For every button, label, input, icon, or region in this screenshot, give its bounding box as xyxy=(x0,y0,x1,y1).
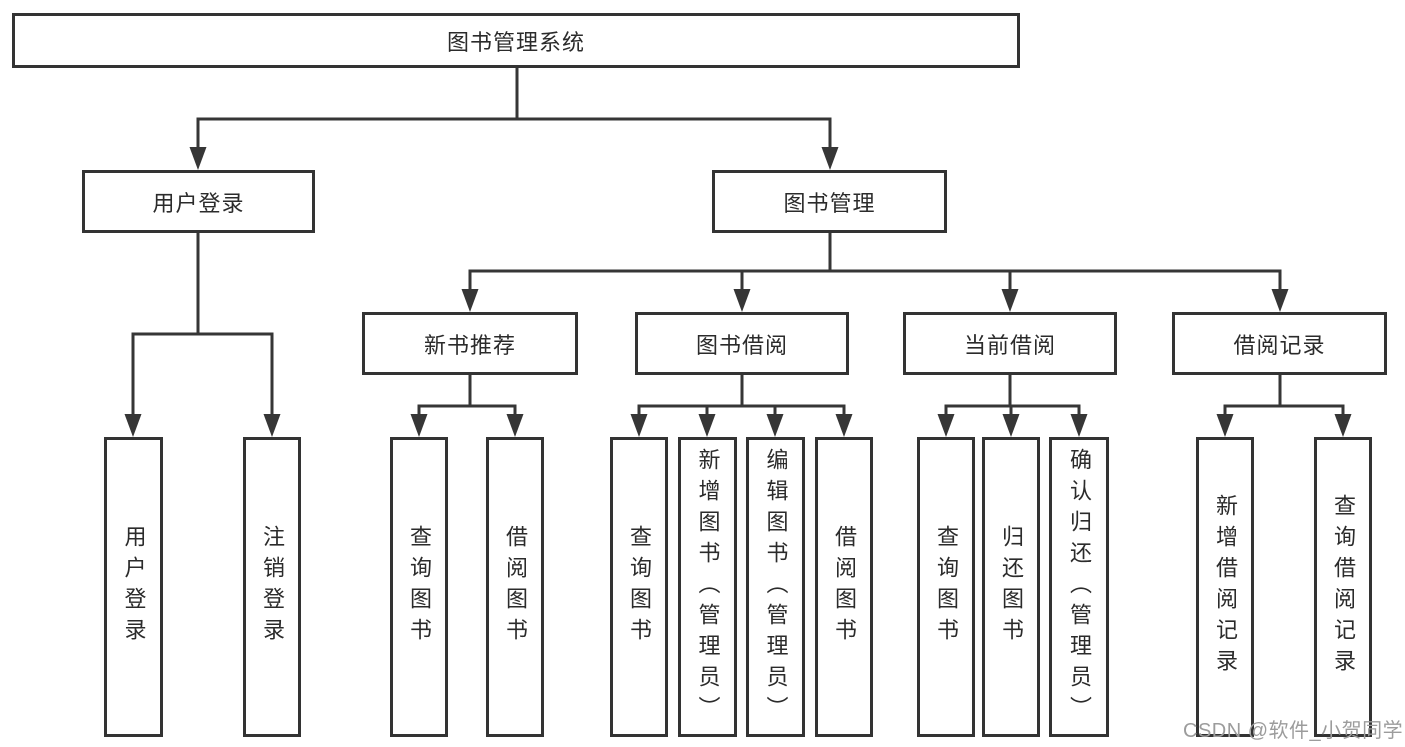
leaf-confirm-return-admin: 确认归还（管理员） xyxy=(1049,437,1109,737)
node-current-borrowing: 当前借阅 xyxy=(903,312,1117,375)
leaf-query-books-borrowing: 查询图书 xyxy=(610,437,668,737)
node-book-borrowing: 图书借阅 xyxy=(635,312,849,375)
leaf-add-book-admin: 新增图书（管理员） xyxy=(678,437,737,737)
node-label: 借阅记录 xyxy=(1233,332,1326,358)
node-label: 查询借阅记录 xyxy=(1331,494,1356,680)
leaf-query-books-recommend: 查询图书 xyxy=(390,437,448,737)
node-label: 新书推荐 xyxy=(423,332,516,358)
leaf-logout: 注销登录 xyxy=(243,437,301,737)
node-label: 当前借阅 xyxy=(963,332,1056,358)
leaf-query-borrow-record: 查询借阅记录 xyxy=(1314,437,1372,737)
leaf-add-borrow-record: 新增借阅记录 xyxy=(1196,437,1254,737)
node-book-management: 图书管理 xyxy=(712,170,947,233)
node-label: 确认归还（管理员） xyxy=(1067,447,1092,727)
node-borrowing-records: 借阅记录 xyxy=(1172,312,1387,375)
node-label: 注销登录 xyxy=(260,525,285,649)
node-label: 查询图书 xyxy=(934,525,959,649)
leaf-user-login: 用户登录 xyxy=(104,437,163,737)
node-label: 用户登录 xyxy=(121,525,147,649)
node-label: 用户登录 xyxy=(152,190,245,216)
leaf-borrow-books: 借阅图书 xyxy=(815,437,873,737)
node-label: 图书管理系统 xyxy=(446,29,585,55)
node-user-login: 用户登录 xyxy=(82,170,315,233)
csdn-watermark: CSDN @软件_小贺同学 xyxy=(1183,720,1404,742)
node-library-management-system: 图书管理系统 xyxy=(12,13,1020,68)
leaf-query-books-current: 查询图书 xyxy=(917,437,975,737)
leaf-borrow-books-recommend: 借阅图书 xyxy=(486,437,544,737)
node-label: 归还图书 xyxy=(999,525,1024,649)
node-label: 新增借阅记录 xyxy=(1213,494,1238,680)
node-new-book-recommendation: 新书推荐 xyxy=(362,312,578,375)
node-label: 借阅图书 xyxy=(503,525,528,649)
leaf-edit-book-admin: 编辑图书（管理员） xyxy=(746,437,805,737)
node-label: 图书管理 xyxy=(783,190,876,216)
leaf-return-book: 归还图书 xyxy=(982,437,1040,737)
node-label: 编辑图书（管理员） xyxy=(763,447,789,727)
node-label: 图书借阅 xyxy=(695,332,788,358)
node-label: 查询图书 xyxy=(627,525,652,649)
node-label: 新增图书（管理员） xyxy=(695,447,721,727)
node-label: 借阅图书 xyxy=(832,525,857,649)
node-label: 查询图书 xyxy=(407,525,432,649)
